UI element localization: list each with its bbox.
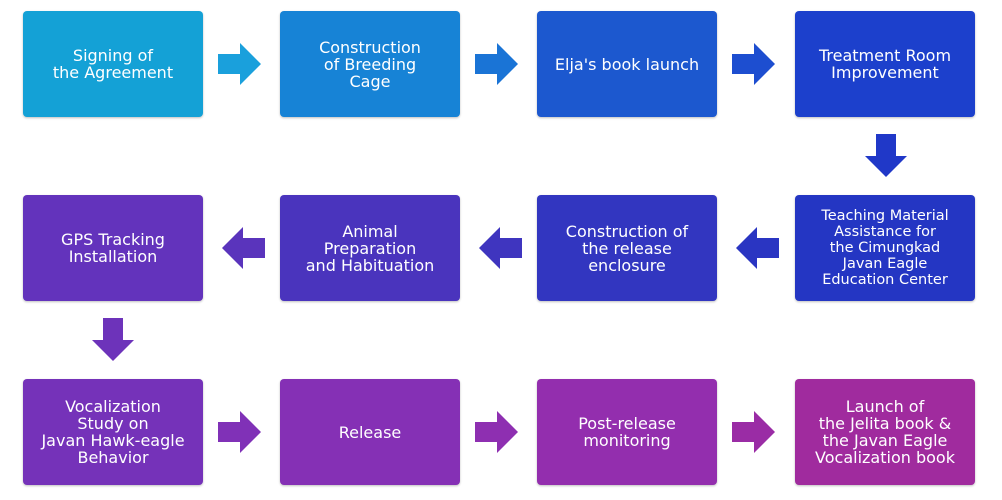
step-label-5: Teaching Material Assistance for the Cim…	[821, 208, 949, 288]
step-label-1: Signing of the Agreement	[52, 46, 174, 82]
arrow-left-icon	[735, 226, 779, 270]
step-box-9: Vocalization Study on Javan Hawk-eagle B…	[23, 379, 203, 485]
step-box-12: Launch of the Jelita book & the Javan Ea…	[795, 379, 975, 485]
step-box-1: Signing of the Agreement	[23, 11, 203, 117]
step-label-2: Construction of Breeding Cage	[319, 37, 421, 91]
arrow-right-icon	[475, 42, 519, 86]
arrow-right-icon	[218, 42, 262, 86]
arrow-left-icon	[478, 226, 522, 270]
arrow-right-icon	[475, 410, 519, 454]
step-label-8: GPS Tracking Installation	[61, 230, 165, 266]
step-box-6: Construction of the release enclosure	[537, 195, 717, 301]
step-label-9: Vocalization Study on Javan Hawk-eagle B…	[41, 397, 185, 467]
step-label-10: Release	[338, 422, 402, 442]
step-box-5: Teaching Material Assistance for the Cim…	[795, 195, 975, 301]
step-box-3: Elja's book launch	[537, 11, 717, 117]
step-label-12: Launch of the Jelita book & the Javan Ea…	[815, 397, 955, 467]
step-box-11: Post-release monitoring	[537, 379, 717, 485]
step-box-10: Release	[280, 379, 460, 485]
step-box-2: Construction of Breeding Cage	[280, 11, 460, 117]
arrow-left-icon	[221, 226, 265, 270]
step-label-4: Treatment Room Improvement	[818, 46, 952, 82]
step-box-8: GPS Tracking Installation	[23, 195, 203, 301]
arrow-down-icon	[864, 134, 908, 178]
arrow-right-icon	[732, 42, 776, 86]
arrow-right-icon	[218, 410, 262, 454]
step-label-7: Animal Preparation and Habituation	[305, 221, 435, 275]
step-box-7: Animal Preparation and Habituation	[280, 195, 460, 301]
step-label-6: Construction of the release enclosure	[565, 221, 689, 275]
arrow-down-icon	[91, 318, 135, 362]
step-label-11: Post-release monitoring	[578, 414, 676, 450]
step-box-4: Treatment Room Improvement	[795, 11, 975, 117]
arrow-right-icon	[732, 410, 776, 454]
step-label-3: Elja's book launch	[554, 54, 700, 74]
